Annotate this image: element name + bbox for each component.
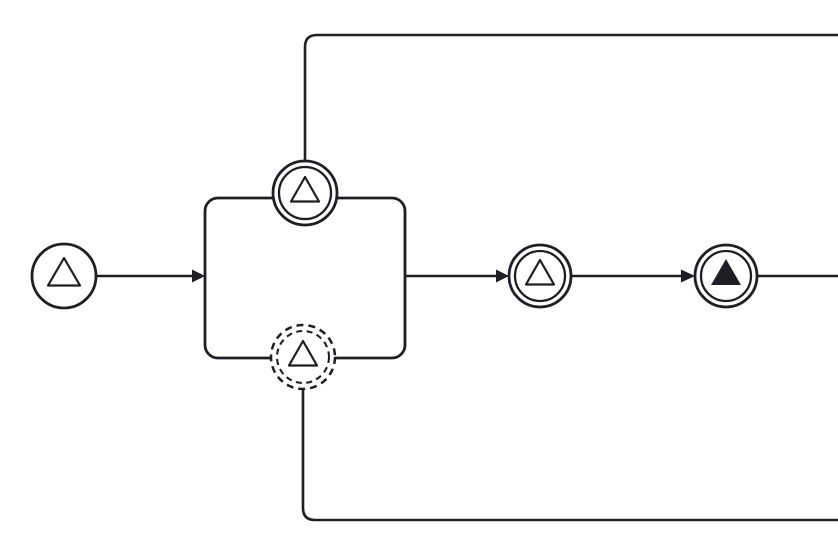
signal-triangle-icon xyxy=(46,256,82,287)
arrowhead-icon xyxy=(681,269,695,283)
diagram-root xyxy=(30,33,838,522)
flow-start-to-task[interactable] xyxy=(97,269,205,283)
arrowhead-icon xyxy=(496,269,509,283)
signal-triangle-icon xyxy=(289,175,321,203)
flow-boundary-top-right[interactable] xyxy=(303,33,838,161)
signal-start-event[interactable] xyxy=(30,242,98,310)
signal-triangle-icon xyxy=(287,339,319,367)
arrowhead-icon xyxy=(192,269,205,283)
flow-task-to-catch[interactable] xyxy=(406,269,509,283)
signal-triangle-filled-icon xyxy=(711,259,741,285)
signal-intermediate-throw-event[interactable] xyxy=(693,243,759,309)
flow-catch-to-throw[interactable] xyxy=(571,269,695,283)
signal-intermediate-catch-event[interactable] xyxy=(507,243,573,309)
signal-boundary-event-interrupting[interactable] xyxy=(271,159,339,227)
signal-triangle-icon xyxy=(524,258,556,286)
flow-boundary-bottom-right[interactable] xyxy=(301,389,838,522)
signal-boundary-event-non-interrupting[interactable] xyxy=(269,323,337,391)
